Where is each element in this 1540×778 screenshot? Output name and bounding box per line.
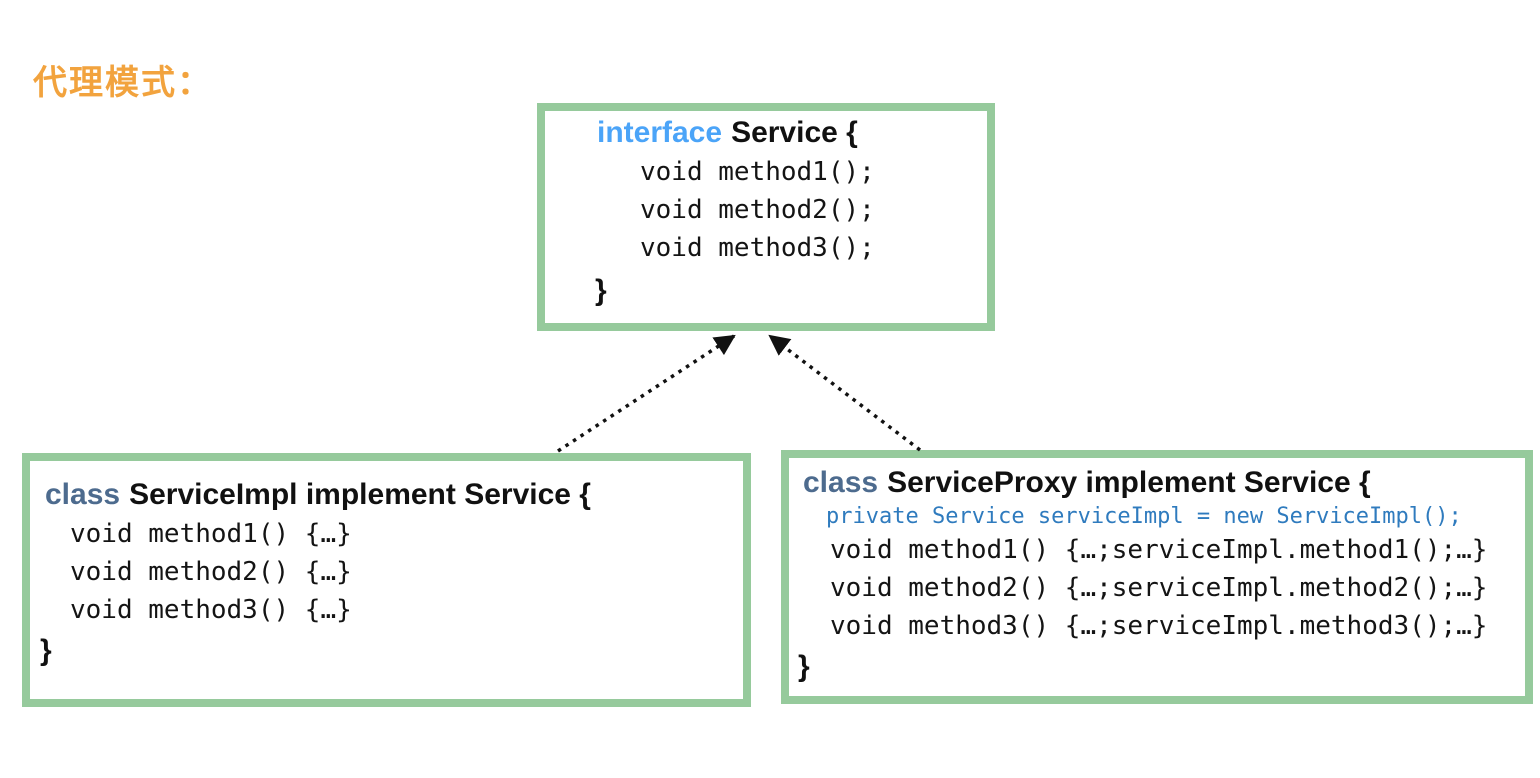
impl-method1-line: void method1() {…} [70, 519, 352, 549]
impl-class-keyword: class [45, 478, 121, 511]
proxy-method1-line: void method1() {…;serviceImpl.method1();… [830, 535, 1488, 565]
impl-method2-line: void method2() {…} [70, 557, 352, 587]
realization-arrow-right [768, 334, 922, 452]
interface-method3-line: void method3(); [640, 233, 875, 263]
page-title: 代理模式： [33, 64, 213, 102]
impl-method3-line: void method3() {…} [70, 595, 352, 625]
proxy-method3-line: void method3() {…;serviceImpl.method3();… [830, 611, 1488, 641]
proxy-method2-line: void method2() {…;serviceImpl.method2();… [830, 573, 1488, 603]
proxy-class-keyword: class [803, 466, 879, 499]
impl-signature: ServiceImpl implement Service { [129, 478, 591, 511]
realization-arrow-left [557, 334, 736, 453]
interface-keyword: interface [597, 116, 723, 149]
interface-method2-line: void method2(); [640, 195, 875, 225]
interface-method1-line: void method1(); [640, 157, 875, 187]
interface-closing-brace: } [595, 274, 607, 307]
proxy-signature: ServiceProxy implement Service { [887, 466, 1371, 499]
proxy-closing-brace: } [798, 650, 810, 683]
proxy-field-line: private Service serviceImpl = new Servic… [826, 504, 1462, 529]
impl-closing-brace: } [40, 634, 52, 667]
interface-signature: Service { [731, 116, 858, 149]
